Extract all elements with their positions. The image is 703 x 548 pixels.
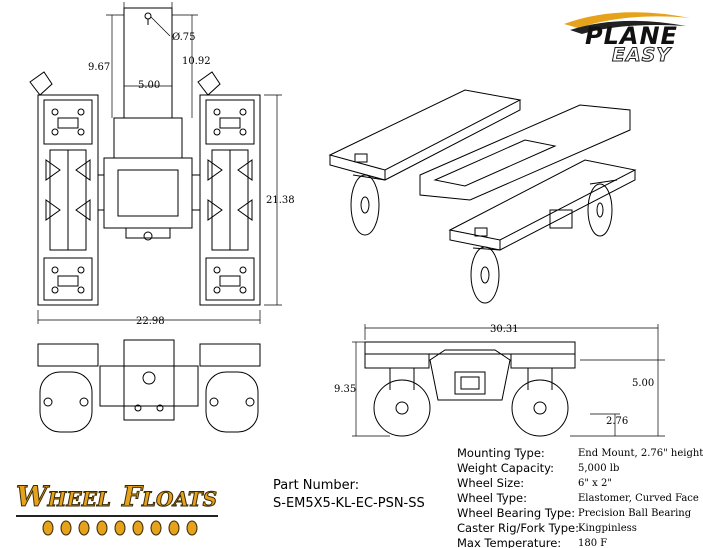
mount-offset-label: 2.76 [606,416,628,427]
frame-width-label: 5.00 [138,80,160,91]
part-number-block: Part Number: S-EM5X5-KL-EC-PSN-SS [273,477,425,513]
spec-row: Wheel Size: 6" x 2" [457,476,703,491]
width-label: 22.98 [136,316,165,327]
spec-value: 180 F [578,538,608,548]
spec-label: Max Temperature: [457,536,562,548]
spec-row: Mounting Type: End Mount, 2.76" height [457,446,703,461]
side-height-label: 9.35 [334,384,356,395]
overall-height-label: 10.92 [182,56,211,67]
spec-label: Mounting Type: [457,446,545,460]
spec-label: Caster Rig/Fork Type: [457,521,579,535]
side-length-label: 30.31 [490,324,519,335]
mount-height-label: 5.00 [632,378,654,389]
length-label: 21.38 [266,195,295,206]
spec-value: End Mount, 2.76" height [578,448,703,459]
brand-line1: PLANE [585,22,678,50]
spec-value: Precision Ball Bearing [578,508,692,519]
spec-value: 6" x 2" [578,478,612,489]
spec-label: Wheel Size: [457,476,525,490]
tower-height-label: 9.67 [88,62,110,73]
spec-row: Max Temperature: 180 F [457,536,703,548]
spec-value: Kingpinless [578,523,637,534]
part-number-value: S-EM5X5-KL-EC-PSN-SS [273,496,425,511]
brand-line2: EASY [611,44,672,67]
spec-label: Weight Capacity: [457,461,555,475]
side-view-drawing: 30.31 9.35 5.00 2.76 [334,324,665,437]
front-view-drawing [37,339,261,433]
isometric-view-drawing [328,89,637,304]
part-number-label: Part Number: [273,478,360,493]
logo-word2-cap: F [122,480,143,514]
logo-word2-rest: LOATS [141,487,218,512]
spec-label: Wheel Type: [457,491,527,505]
spec-row: Caster Rig/Fork Type:Kingpinless [457,521,703,536]
spec-row: Weight Capacity: 5,000 lb [457,461,703,476]
pin-diameter-label: Ø.75 [172,32,196,43]
spec-label: Wheel Bearing Type: [457,506,576,520]
wheel-row-graphic [16,515,218,536]
logo-word1-cap: W [15,480,48,514]
wheel-floats-logo: WHEEL FLOATS [14,480,224,542]
spec-row: Wheel Type: Elastomer, Curved Face [457,491,703,506]
spec-value: Elastomer, Curved Face [578,493,699,504]
spec-value: 5,000 lb [578,463,620,474]
spec-table: Mounting Type: End Mount, 2.76" height We… [457,446,703,548]
plan-view-drawing: Ø.75 9.67 10.92 5.00 21.38 22.98 [29,2,295,327]
plane-easy-swoosh-logo [564,12,690,34]
spec-row: Wheel Bearing Type:Precision Ball Bearin… [457,506,703,521]
logo-word1-rest: HEEL [47,487,111,512]
